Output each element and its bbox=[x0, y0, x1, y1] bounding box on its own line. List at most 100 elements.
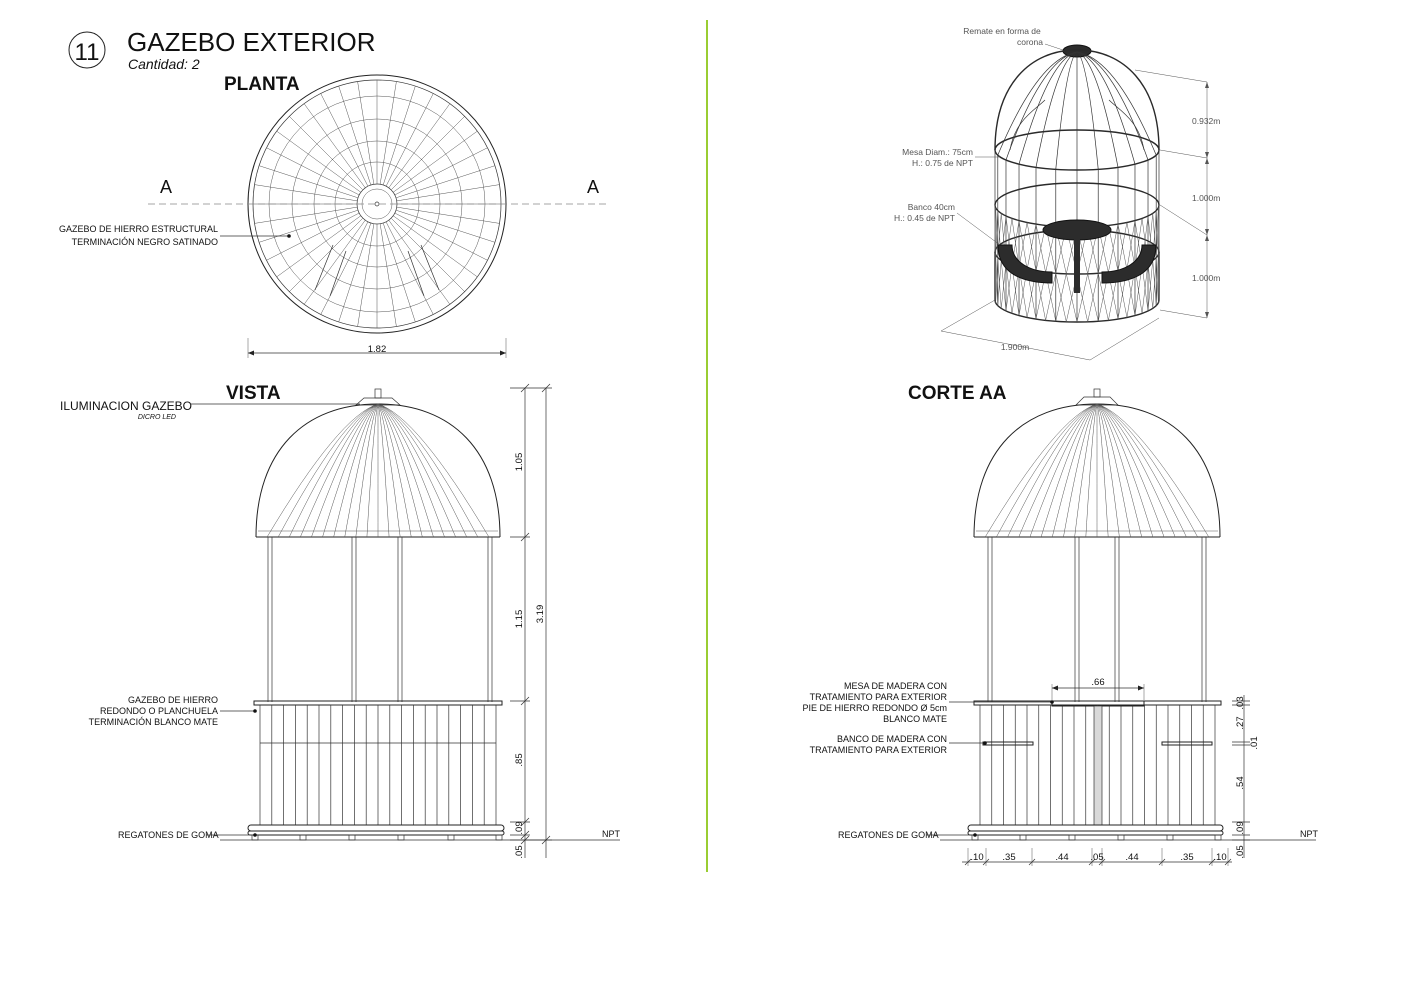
planta-view: PLANTA A A GAZEBO DE HIERRO ESTRUCTURAL … bbox=[59, 74, 610, 358]
planta-leader-dot bbox=[287, 234, 291, 238]
planta-spoke bbox=[396, 206, 500, 224]
dome-rib bbox=[333, 403, 379, 538]
dome-rib bbox=[1063, 403, 1098, 538]
vista-dim-base: .85 bbox=[514, 753, 525, 766]
planta-spoke bbox=[395, 165, 496, 199]
corte-crown bbox=[1075, 396, 1119, 406]
iso-lattice-bar bbox=[1018, 222, 1028, 268]
dome-rib bbox=[300, 403, 379, 538]
planta-spoke bbox=[338, 222, 372, 323]
corte-base-ring-low bbox=[967, 830, 1224, 836]
planta-hub-center bbox=[374, 201, 380, 207]
iso-lattice-bar bbox=[1158, 251, 1160, 303]
corte-bench-dot bbox=[983, 741, 987, 745]
iso-dome-rib bbox=[1076, 51, 1099, 170]
dome-rib bbox=[1085, 403, 1098, 538]
iso-bench-right bbox=[1101, 244, 1157, 284]
vista-finial bbox=[374, 388, 382, 399]
iso-lattice-bar bbox=[1152, 257, 1157, 309]
iso-lattice-bar bbox=[1141, 262, 1149, 314]
vista-dim-ticks bbox=[520, 383, 551, 845]
corte-bench-note1: BANCO DE MADERA CON bbox=[837, 734, 947, 744]
corte-bottom-tick bbox=[982, 858, 990, 866]
dome-rib bbox=[1096, 403, 1109, 538]
iso-dome-rib bbox=[1076, 51, 1136, 165]
iso-lattice-bar bbox=[1155, 254, 1159, 306]
corte-bottom-tick bbox=[964, 858, 972, 866]
planta-spoke bbox=[276, 215, 361, 278]
planta-spoke bbox=[379, 81, 397, 185]
corte-bottom-ticks bbox=[964, 848, 1232, 866]
section-mark-right: A bbox=[587, 177, 599, 197]
planta-spoke bbox=[382, 222, 416, 323]
vista-pickets bbox=[259, 705, 497, 825]
iso-dome-rib bbox=[1076, 51, 1149, 161]
iso-lattice-bar bbox=[1055, 273, 1067, 322]
corte-base-ring bbox=[967, 824, 1224, 832]
dome-rib bbox=[377, 403, 479, 538]
dome-rib bbox=[377, 403, 445, 538]
iso-table-line1: Mesa Diam.: 75cm bbox=[902, 147, 973, 157]
planta-spoke bbox=[385, 221, 434, 315]
iso-dim-low: 1.000m bbox=[1192, 273, 1220, 283]
iso-lattice-bar bbox=[994, 207, 996, 253]
corte-dim-tiny: .01 bbox=[1249, 736, 1260, 749]
corte-bench-right bbox=[1161, 741, 1213, 746]
planta-spoke bbox=[254, 184, 358, 202]
vista-npt: NPT bbox=[602, 829, 621, 839]
corte-feet-label: REGATONES DE GOMA bbox=[838, 830, 939, 840]
corte-bottom-dim-label: .35 bbox=[1002, 852, 1015, 863]
dome-rib bbox=[1096, 403, 1187, 538]
vista-dim-feet: .05 bbox=[514, 845, 525, 858]
iso-dome-rib bbox=[1005, 51, 1078, 161]
iso-lattice-bar bbox=[994, 254, 996, 301]
dome-rib bbox=[277, 403, 379, 538]
iso-lattice-bar bbox=[1126, 220, 1136, 270]
item-number: 11 bbox=[75, 39, 100, 66]
corte-bottom-dim-label: .35 bbox=[1180, 852, 1193, 863]
iso-crown-line2: corona bbox=[1017, 37, 1043, 47]
corte-dim-feet: .05 bbox=[1235, 845, 1246, 858]
dome-rib bbox=[996, 403, 1098, 538]
vista-dim-dome: 1.05 bbox=[514, 453, 525, 472]
dome-rib bbox=[1096, 403, 1120, 538]
dome-rib bbox=[366, 403, 379, 538]
iso-lattice-bar bbox=[1108, 224, 1119, 273]
corte-feet bbox=[971, 834, 1222, 841]
iso-lattice-bar bbox=[997, 260, 1002, 306]
dome-rib bbox=[377, 403, 412, 538]
dome-rib bbox=[1096, 403, 1198, 538]
corte-finial bbox=[1093, 388, 1101, 398]
dome-rib bbox=[377, 403, 434, 538]
corte-bottom-tick bbox=[1088, 858, 1096, 866]
iso-lattice-bar bbox=[1155, 207, 1159, 258]
corte-table-dot bbox=[1050, 700, 1054, 704]
corte-table-note3: PIE DE HIERRO REDONDO Ø 5cm bbox=[802, 703, 947, 713]
planta-spoke bbox=[254, 206, 358, 224]
iso-lattice-bar bbox=[995, 210, 999, 255]
planta-spoke bbox=[357, 81, 375, 185]
planta-bench-left bbox=[314, 244, 347, 297]
planta-spoke bbox=[388, 103, 451, 188]
corte-bench-note2: TRATAMIENTO PARA EXTERIOR bbox=[810, 745, 948, 755]
planta-spoke bbox=[393, 130, 478, 193]
vista-dim-ring: .09 bbox=[514, 821, 525, 834]
dome-rib bbox=[377, 403, 467, 538]
corte-bottom-dim-label: .10 bbox=[1213, 852, 1226, 863]
corte-bottom-tick bbox=[1208, 858, 1216, 866]
dome-rib bbox=[1096, 403, 1210, 538]
planta-spokes bbox=[253, 80, 501, 328]
dome-rib bbox=[377, 403, 423, 538]
iso-lattice-bar bbox=[1158, 204, 1160, 255]
iso-dim-lines bbox=[940, 69, 1208, 361]
corte-bottom-dim-label: .05 bbox=[1090, 852, 1103, 863]
dome-rib bbox=[1040, 403, 1098, 538]
corte-view: CORTE AA NPT MESA DE MADERA CON TRATAMIE bbox=[802, 383, 1319, 866]
iso-bench-leader bbox=[956, 212, 1001, 246]
corte-bottom-tick bbox=[1158, 858, 1166, 866]
planta-dim-width: 1.82 bbox=[368, 344, 387, 355]
planta-spoke bbox=[395, 209, 496, 243]
iso-lattice-bar bbox=[1147, 260, 1154, 312]
vista-note-line1: GAZEBO DE HIERRO bbox=[128, 695, 218, 705]
